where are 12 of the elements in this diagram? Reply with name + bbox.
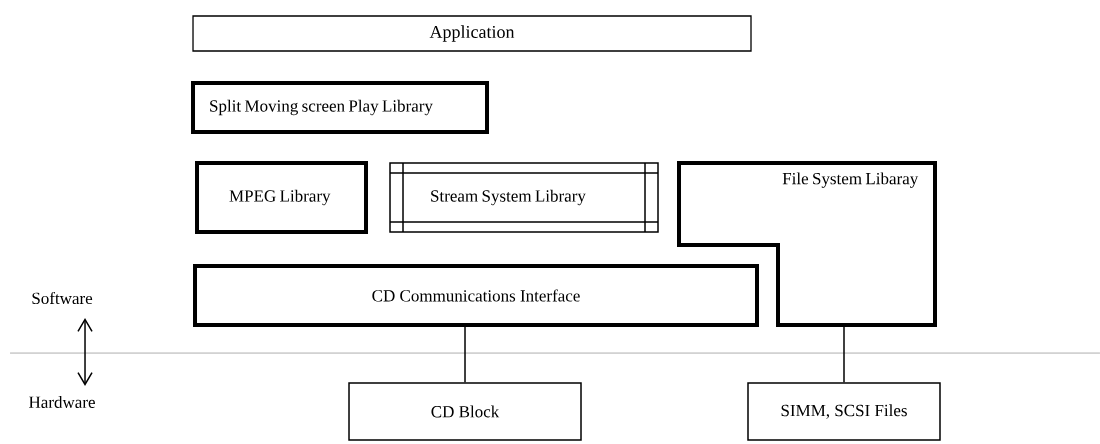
layer-box: Stream System Library (389, 162, 659, 233)
connector-line (464, 326, 466, 383)
layer-box: SIMM, SCSI Files (747, 382, 941, 441)
layer-box: Split Moving screen Play Library (191, 81, 489, 134)
layer-box: CD Communications Interface (193, 264, 759, 327)
layer-box: MPEG Library (195, 161, 368, 234)
layer-box: Application (192, 15, 752, 52)
layer-label: Software (32, 291, 93, 305)
layer-label: Hardware (29, 396, 95, 408)
connector-line (843, 324, 845, 383)
layer-box: File System Libaray (677, 161, 937, 327)
layer-box: CD Block (348, 382, 582, 441)
